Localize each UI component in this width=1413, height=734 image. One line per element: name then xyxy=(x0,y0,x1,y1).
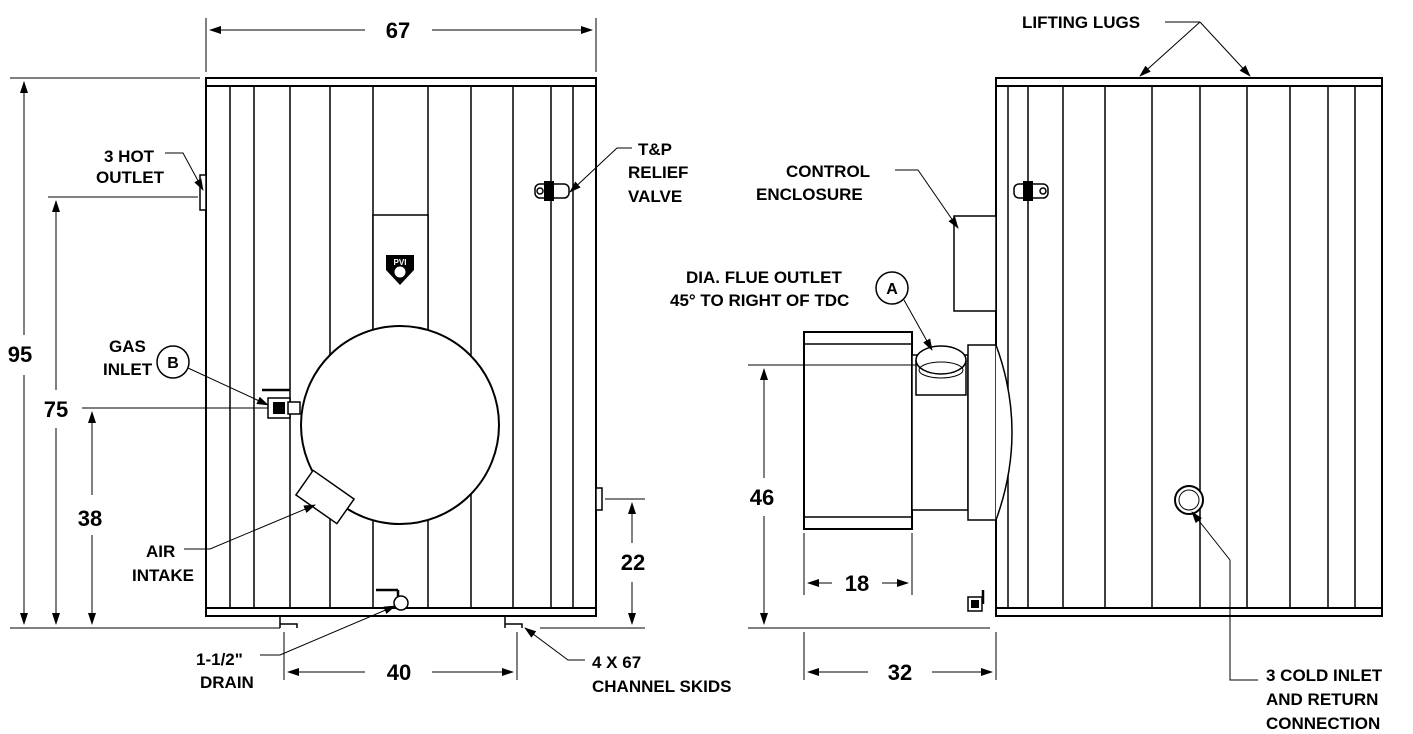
gas-valve xyxy=(262,388,301,419)
label-air-intake-1: AIR xyxy=(146,542,175,561)
front-top-band xyxy=(205,77,597,87)
side-bottom-band xyxy=(995,607,1383,617)
label-gas-inlet-2: INLET xyxy=(103,360,153,379)
dim-flue-18: 18 xyxy=(845,571,869,596)
front-panel-lines xyxy=(229,86,574,608)
dim-skid-40: 40 xyxy=(387,660,411,685)
front-view: PVI xyxy=(199,77,603,628)
side-tp-valve xyxy=(1013,181,1049,201)
label-tp-1: T&P xyxy=(638,140,672,159)
dim-flue-46: 46 xyxy=(750,485,774,510)
air-intake-port xyxy=(294,469,356,525)
side-view xyxy=(803,77,1383,617)
label-tp-2: RELIEF xyxy=(628,163,688,182)
side-panel-lines xyxy=(1007,86,1356,608)
drain-valve xyxy=(376,588,409,611)
label-control-2: ENCLOSURE xyxy=(756,185,863,204)
channel-skids xyxy=(279,616,523,628)
callout-b: B xyxy=(167,355,179,372)
callout-a: A xyxy=(886,281,898,298)
label-hot-outlet-1: 3 HOT xyxy=(104,147,155,166)
label-air-intake-2: INTAKE xyxy=(132,566,194,585)
burner-dome xyxy=(995,344,1013,521)
pvi-logo: PVI xyxy=(386,255,414,285)
label-drain-1: 1-1/2" xyxy=(196,650,243,669)
label-drain-2: DRAIN xyxy=(200,673,254,692)
label-lifting-lugs: LIFTING LUGS xyxy=(1022,13,1140,32)
dim-width-67: 67 xyxy=(386,18,410,43)
dim-height-95: 95 xyxy=(8,342,32,367)
label-cold-2: AND RETURN xyxy=(1266,690,1378,709)
label-hot-outlet-2: OUTLET xyxy=(96,168,165,187)
label-gas-inlet-1: GAS xyxy=(109,337,146,356)
front-labels: 3 HOT OUTLET T&P RELIEF VALVE GAS INLET … xyxy=(96,140,731,696)
burner-housing xyxy=(300,325,500,525)
side-drain xyxy=(967,590,985,612)
label-skids-1: 4 X 67 xyxy=(592,653,641,672)
dim-depth-32: 32 xyxy=(888,660,912,685)
side-body xyxy=(995,77,1383,617)
burner-flange xyxy=(967,344,997,521)
label-flue-1: DIA. FLUE OUTLET xyxy=(686,268,842,287)
control-enclosure xyxy=(953,215,997,312)
dim-gas-inlet-38: 38 xyxy=(78,506,102,531)
dim-hot-outlet-75: 75 xyxy=(44,397,68,422)
side-dimensions: 46 18 32 xyxy=(748,364,997,685)
flue-outlet xyxy=(915,345,967,396)
label-cold-1: 3 COLD INLET xyxy=(1266,666,1383,685)
label-skids-2: CHANNEL SKIDS xyxy=(592,677,731,696)
side-top-band xyxy=(995,77,1383,87)
tp-relief-valve xyxy=(534,181,570,201)
front-dimensions: 67 95 75 38 22 40 xyxy=(8,18,645,685)
dim-air-22: 22 xyxy=(621,550,645,575)
callout-b-circle xyxy=(156,345,190,379)
label-flue-2: 45° TO RIGHT OF TDC xyxy=(670,291,849,310)
burner-can xyxy=(803,331,913,530)
hot-outlet-stub xyxy=(199,174,207,211)
callout-a-circle xyxy=(875,271,909,305)
label-cold-3: CONNECTION xyxy=(1266,714,1380,733)
label-tp-3: VALVE xyxy=(628,187,682,206)
label-control-1: CONTROL xyxy=(786,162,870,181)
right-side-stub xyxy=(595,487,603,511)
side-labels: LIFTING LUGS CONTROL ENCLOSURE DIA. FLUE… xyxy=(670,13,1383,733)
svg-text:PVI: PVI xyxy=(394,258,407,267)
